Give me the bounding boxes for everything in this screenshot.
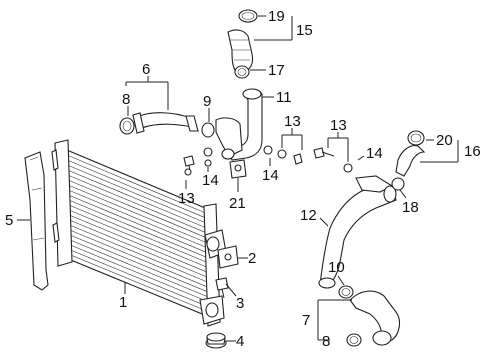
intercooler-fin [64, 232, 212, 294]
intercooler-fin [65, 237, 212, 299]
callout-14-right: 14 [366, 145, 383, 162]
intercooler-fin [65, 252, 213, 314]
callout-6: 6 [142, 61, 150, 78]
nut-14-left-part [203, 147, 213, 167]
callout-14-middle: 14 [262, 167, 279, 184]
leaders-13-middle [281, 128, 303, 150]
callout-2: 2 [248, 250, 256, 267]
leaders-7 [317, 299, 352, 341]
hose-16-part [395, 145, 426, 177]
callout-17: 17 [268, 62, 285, 79]
hose-6-part [132, 112, 199, 134]
intercooler-fin [64, 227, 212, 289]
intercooler-fin [64, 217, 212, 280]
callout-5: 5 [5, 212, 13, 229]
leaders-15-19-17 [250, 15, 293, 71]
intercooler-fin [62, 177, 211, 240]
bolt-13-left-part [183, 155, 195, 189]
clamp-19-part [238, 9, 258, 23]
callout-13-left: 13 [178, 190, 195, 207]
intercooler-fin [62, 152, 211, 216]
leaders-13-right [327, 132, 349, 162]
intercooler-fin [62, 172, 211, 235]
pipe-11-part [215, 88, 263, 161]
intercooler-fin [63, 197, 212, 260]
side-shield-part [24, 151, 49, 291]
callout-18: 18 [402, 199, 419, 216]
bracket-part [217, 245, 239, 269]
intercooler-fin [63, 202, 212, 265]
hose-7-part [349, 290, 401, 346]
clamp-8-lower-part [346, 333, 362, 347]
callout-16: 16 [464, 143, 481, 160]
callout-9: 9 [203, 93, 211, 110]
callout-10: 10 [328, 259, 345, 276]
intercooler-fin [63, 187, 211, 250]
callout-21: 21 [229, 195, 246, 212]
clamp-17-part [234, 65, 250, 79]
clamp-8-upper-part [119, 117, 135, 135]
leaders-16-20 [420, 139, 459, 163]
callout-4: 4 [236, 333, 244, 350]
intercooler-fin [63, 192, 211, 255]
sensor-21-part [229, 159, 247, 179]
leader-12 [319, 217, 329, 227]
callout-8-lower: 8 [322, 333, 330, 350]
callout-12: 12 [300, 207, 317, 224]
callout-3: 3 [236, 295, 244, 312]
leader-10 [337, 275, 345, 286]
clamp-10-part [338, 285, 354, 299]
intercooler-fin [62, 167, 211, 230]
bolt-13-right-part [313, 147, 353, 173]
callout-8-upper: 8 [122, 91, 130, 108]
leaders-6 [125, 76, 169, 116]
clamp-9-part [201, 122, 215, 138]
callout-19: 19 [268, 8, 285, 25]
intercooler-fin [64, 222, 212, 284]
clamp-20-part [407, 130, 425, 146]
callout-1: 1 [119, 294, 127, 311]
nuts-13-middle-part [263, 145, 303, 165]
intercooler-fin [65, 247, 212, 309]
leader-18 [399, 189, 407, 199]
callout-20: 20 [436, 132, 453, 149]
intercooler-fin [64, 207, 212, 270]
intercooler-part [51, 139, 227, 327]
callout-labels: 1 2 3 4 5 6 7 8 8 9 10 11 12 13 13 13 14… [5, 8, 481, 350]
clamp-18-part [391, 177, 405, 191]
intercooler-fin [65, 242, 212, 304]
callout-7: 7 [302, 312, 310, 329]
intercooler-fin [62, 162, 211, 226]
callout-11: 11 [276, 89, 292, 106]
pipe-12-part [318, 175, 397, 289]
leader-3 [225, 283, 237, 297]
intercooler-fin [63, 182, 211, 245]
hose-15-part [227, 29, 254, 73]
callout-13-right: 13 [330, 117, 347, 134]
intercooler-fin [64, 212, 212, 275]
intercooler-fin [62, 157, 211, 221]
leader-14-right [357, 155, 365, 161]
bolt-3-part [215, 277, 229, 299]
callout-13-middle: 13 [284, 113, 301, 130]
callout-14-left: 14 [202, 172, 219, 189]
grommet-part [205, 332, 227, 349]
callout-15: 15 [296, 22, 313, 39]
